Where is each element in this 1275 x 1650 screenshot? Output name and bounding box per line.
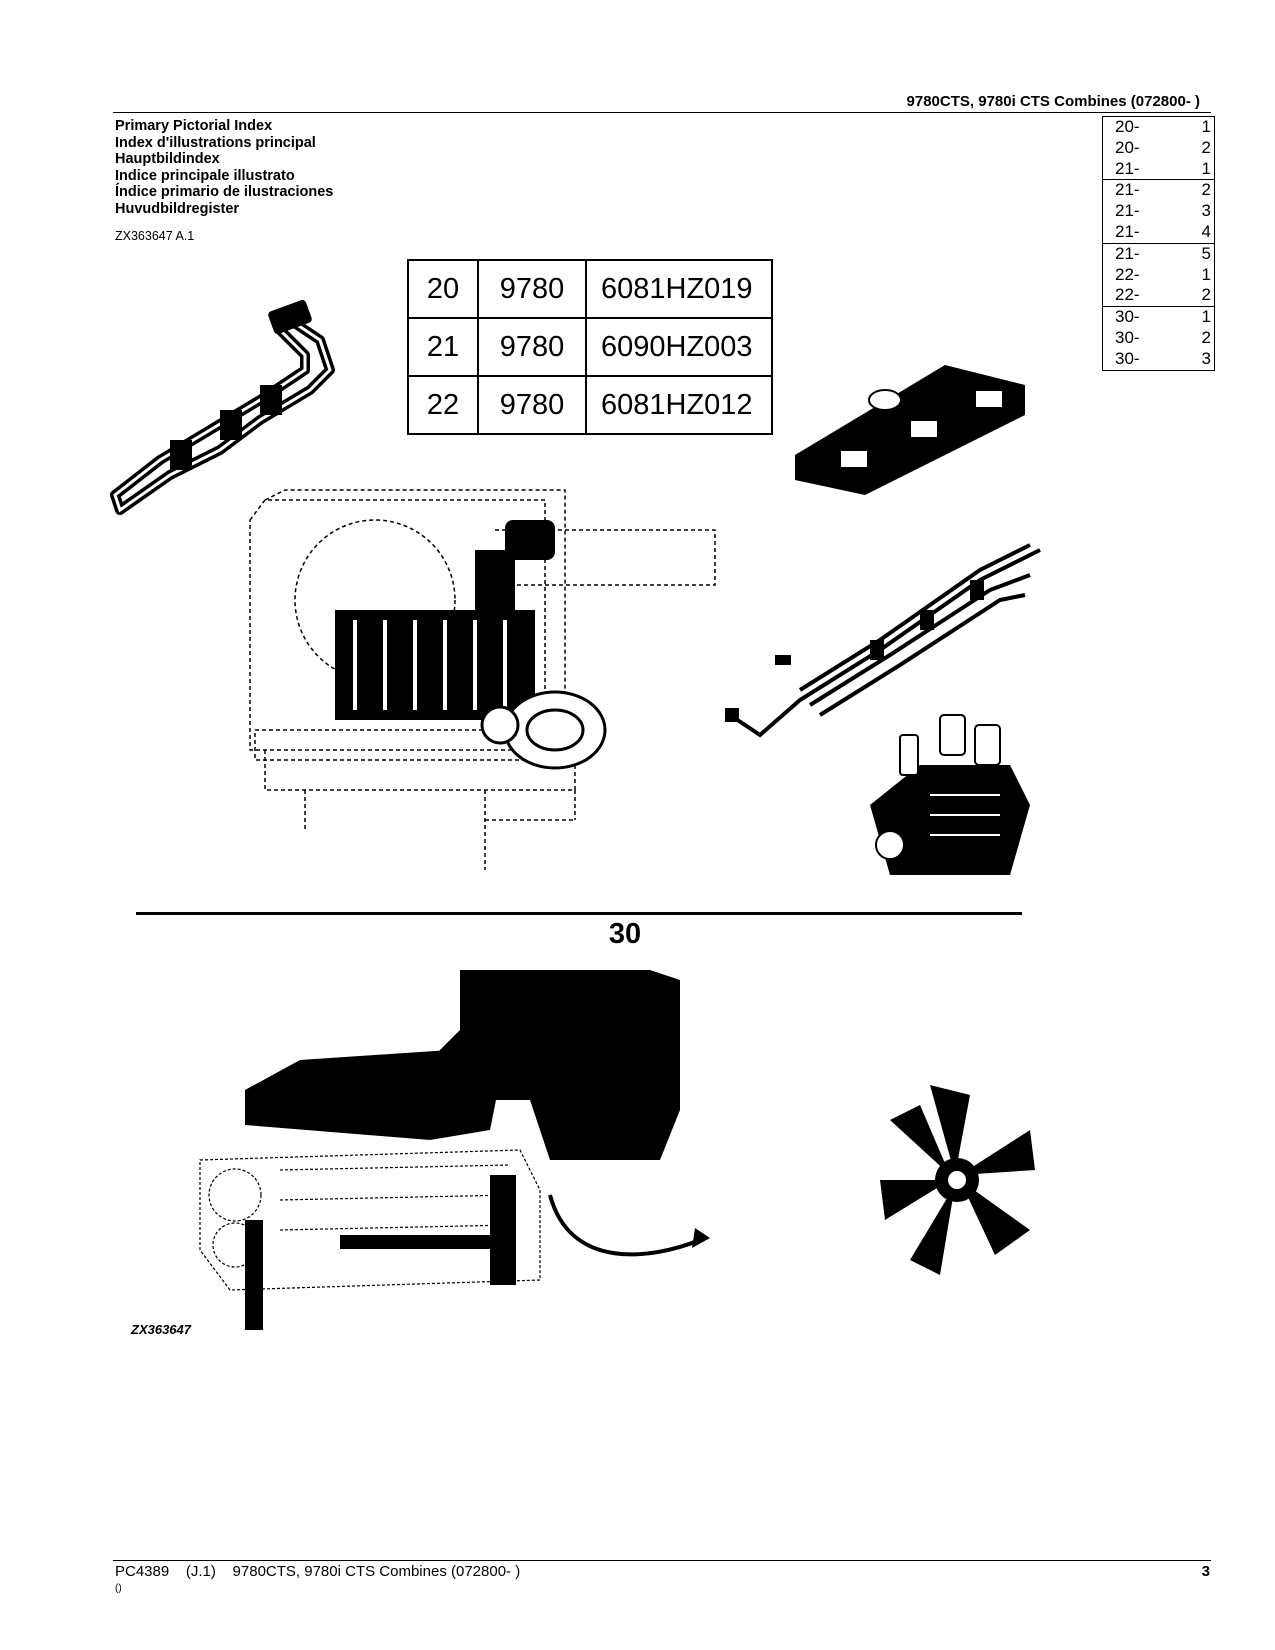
side-index-code: 30- bbox=[1115, 307, 1140, 327]
side-index-num: 1 bbox=[1201, 158, 1211, 178]
side-index-num: 5 bbox=[1201, 243, 1211, 263]
title-german: Hauptbildindex bbox=[115, 151, 220, 168]
fuel-lines-icon[interactable] bbox=[720, 540, 1050, 750]
side-index-num: 2 bbox=[1201, 137, 1211, 157]
fan-icon[interactable] bbox=[880, 1080, 1040, 1280]
side-index-code: 21- bbox=[1115, 158, 1140, 178]
section-divider bbox=[136, 912, 1022, 915]
side-index-group: 30- 1 30- 2 30- 3 bbox=[1103, 307, 1214, 369]
side-index-code: 21- bbox=[1115, 221, 1140, 241]
section-cell: 21 bbox=[407, 317, 479, 377]
side-index-row[interactable]: 30- 3 bbox=[1115, 349, 1211, 370]
model-engine-table: 20 9780 6081HZ019 21 9780 6090HZ003 22 9… bbox=[407, 259, 773, 435]
model-cell: 9780 bbox=[477, 259, 587, 319]
side-index-row[interactable]: 21- 3 bbox=[1115, 201, 1211, 222]
side-index-row[interactable]: 21- 1 bbox=[1115, 159, 1211, 180]
section-cell: 22 bbox=[407, 375, 479, 435]
fuel-pump-icon[interactable] bbox=[860, 705, 1040, 885]
section-number: 30 bbox=[608, 918, 642, 950]
model-row[interactable]: 20 9780 6081HZ019 bbox=[407, 259, 773, 319]
side-index-num: 3 bbox=[1201, 201, 1211, 221]
side-index-group: 21- 5 22- 1 22- 2 bbox=[1103, 244, 1214, 308]
title-swedish: Huvudbildregister bbox=[115, 200, 240, 217]
title-italian: Indice principale illustrato bbox=[115, 167, 295, 184]
side-index-code: 21- bbox=[1115, 180, 1140, 200]
side-index-code: 20- bbox=[1115, 117, 1140, 136]
model-row[interactable]: 22 9780 6081HZ012 bbox=[407, 375, 773, 435]
side-index-table: 20- 1 20- 2 21- 1 21- 2 21- 3 21- 4 21- 5 22- 1 … bbox=[1102, 116, 1215, 371]
model-cell: 9780 bbox=[477, 375, 587, 435]
section-cell: 20 bbox=[407, 259, 479, 319]
side-index-code: 30- bbox=[1115, 327, 1140, 347]
side-index-num: 3 bbox=[1201, 348, 1211, 368]
side-index-row[interactable]: 30- 1 bbox=[1115, 307, 1211, 328]
engine-cooling-package-icon[interactable] bbox=[190, 950, 710, 1330]
illustration-reference: ZX363647 A.1 bbox=[115, 229, 195, 243]
model-row[interactable]: 21 9780 6090HZ003 bbox=[407, 317, 773, 377]
engine-cell: 6090HZ003 bbox=[585, 317, 773, 377]
title-french: Index d'illustrations principal bbox=[115, 134, 316, 151]
engine-cell: 6081HZ019 bbox=[585, 259, 773, 319]
exhaust-block-icon[interactable] bbox=[785, 355, 1035, 505]
model-cell: 9780 bbox=[477, 317, 587, 377]
side-index-row[interactable]: 22- 1 bbox=[1115, 265, 1211, 286]
side-index-num: 4 bbox=[1201, 221, 1211, 241]
side-index-group: 20- 1 20- 2 21- 1 bbox=[1103, 117, 1214, 181]
side-index-row[interactable]: 21- 4 bbox=[1115, 222, 1211, 243]
exhaust-manifold-icon[interactable] bbox=[110, 300, 370, 530]
side-index-num: 2 bbox=[1201, 180, 1211, 200]
illustration-label: ZX363647 bbox=[131, 1322, 191, 1337]
footer-document-info: PC4389 (J.1) 9780CTS, 9780i CTS Combines… bbox=[115, 1563, 521, 1580]
side-index-code: 22- bbox=[1115, 264, 1140, 284]
index-titles: Primary Pictorial Index Index d'illustra… bbox=[115, 118, 333, 218]
side-index-row[interactable]: 21- 5 bbox=[1115, 244, 1211, 265]
side-index-code: 21- bbox=[1115, 243, 1140, 263]
page-number: 3 bbox=[1201, 1563, 1210, 1580]
engine-cell: 6081HZ012 bbox=[585, 375, 773, 435]
header-rule bbox=[113, 112, 1211, 113]
page-header-title: 9780CTS, 9780i CTS Combines (072800- ) bbox=[906, 93, 1200, 110]
title-spanish: Índice primario de ilustraciones bbox=[115, 184, 334, 201]
side-index-code: 21- bbox=[1115, 201, 1140, 221]
side-index-num: 1 bbox=[1201, 117, 1211, 136]
side-index-num: 2 bbox=[1201, 285, 1211, 305]
side-index-row[interactable]: 30- 2 bbox=[1115, 328, 1211, 349]
side-index-row[interactable]: 22- 2 bbox=[1115, 285, 1211, 306]
side-index-num: 1 bbox=[1201, 264, 1211, 284]
side-index-row[interactable]: 21- 2 bbox=[1115, 180, 1211, 201]
footer-note: () bbox=[115, 1583, 122, 1594]
side-index-code: 22- bbox=[1115, 285, 1140, 305]
side-index-num: 2 bbox=[1201, 327, 1211, 347]
side-index-row[interactable]: 20- 2 bbox=[1115, 138, 1211, 159]
side-index-code: 20- bbox=[1115, 137, 1140, 157]
side-index-row[interactable]: 20- 1 bbox=[1115, 117, 1211, 138]
side-index-code: 30- bbox=[1115, 348, 1140, 368]
title-english: Primary Pictorial Index bbox=[115, 118, 273, 134]
footer-rule bbox=[113, 1560, 1211, 1561]
side-index-num: 1 bbox=[1201, 307, 1211, 327]
engine-outline-icon[interactable] bbox=[245, 489, 725, 870]
side-index-group: 21- 2 21- 3 21- 4 bbox=[1103, 180, 1214, 244]
